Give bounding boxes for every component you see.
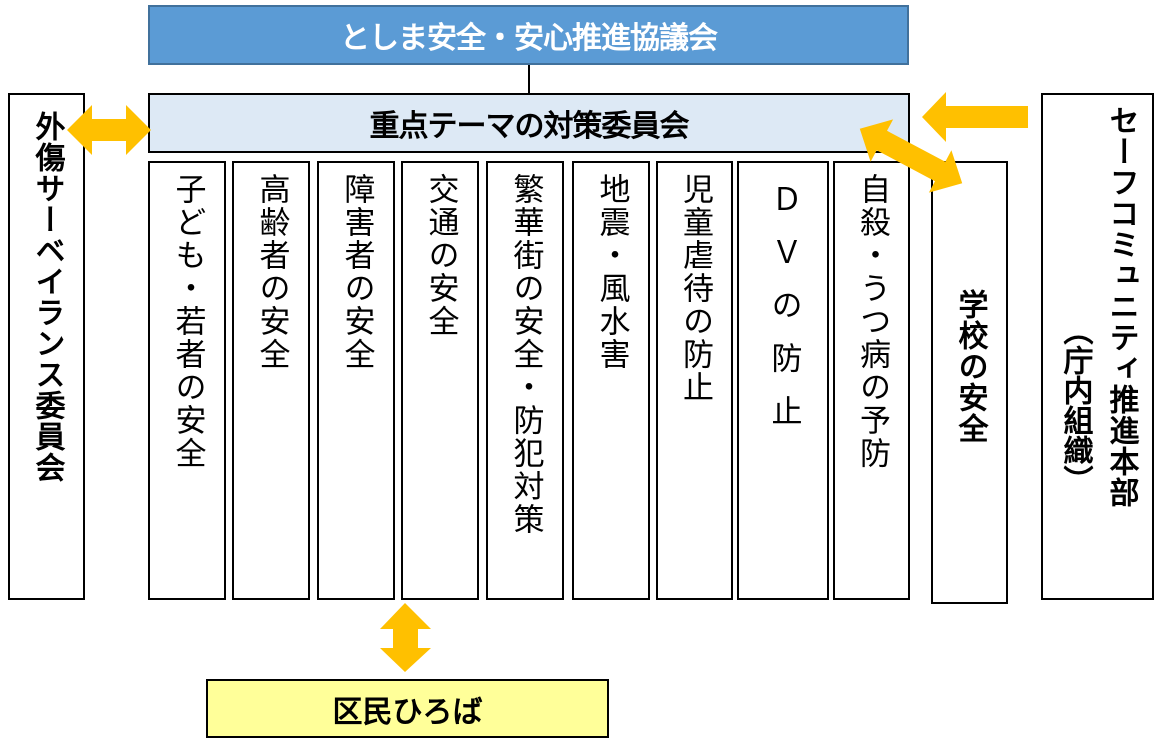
connector-line bbox=[528, 65, 530, 93]
safe-community-hq-label: セーフコミュニティ推進本部 bbox=[1103, 105, 1139, 508]
theme-label: 高齢者の安全 bbox=[253, 173, 290, 371]
residents-plaza-label: 区民ひろば bbox=[332, 694, 483, 730]
priority-theme-committee-box: 重点テーマの対策委員会 bbox=[148, 93, 910, 153]
theme-column: 交通の安全 bbox=[401, 161, 479, 600]
residents-plaza-box: 区民ひろば bbox=[206, 679, 609, 738]
theme-label: 交通の安全 bbox=[422, 173, 459, 338]
theme-column: 地震・風水害 bbox=[572, 161, 650, 600]
arrow-left-icon bbox=[922, 92, 1028, 142]
safety-council-box: としま安全・安心推進協議会 bbox=[148, 5, 909, 65]
internal-organization-label: （庁内組織） bbox=[1057, 315, 1093, 495]
theme-column: 障害者の安全 bbox=[317, 161, 395, 600]
theme-label: 地震・風水害 bbox=[593, 173, 630, 371]
theme-label: 児童虐待の防止 bbox=[677, 173, 713, 404]
school-safety-label: 学校の安全 bbox=[952, 289, 988, 444]
double-arrow-diagonal-icon bbox=[859, 119, 963, 193]
theme-label: 障害者の安全 bbox=[338, 173, 375, 371]
theme-label: 子ども・若者の安全 bbox=[169, 173, 206, 470]
theme-column: 自殺・うつ病の予防 bbox=[833, 161, 910, 600]
double-arrow-vertical-icon bbox=[380, 603, 431, 672]
theme-column: 児童虐待の防止 bbox=[656, 161, 733, 600]
theme-label: 繁華街の安全・防犯対策 bbox=[507, 173, 544, 536]
theme-label: ＤＶの防止 bbox=[765, 183, 802, 448]
school-safety-box: 学校の安全 bbox=[931, 161, 1008, 604]
theme-column: 繁華街の安全・防犯対策 bbox=[486, 161, 564, 600]
theme-column: 子ども・若者の安全 bbox=[148, 161, 226, 600]
safety-council-title: としま安全・安心推進協議会 bbox=[340, 21, 718, 56]
theme-column: ＤＶの防止 bbox=[737, 161, 829, 600]
theme-column: 高齢者の安全 bbox=[232, 161, 310, 600]
injury-surveillance-label: 外傷サーベイランス委員会 bbox=[29, 111, 65, 483]
safe-community-hq-box: セーフコミュニティ推進本部 （庁内組織） bbox=[1041, 93, 1154, 600]
double-arrow-horizontal-icon bbox=[67, 105, 151, 155]
theme-label: 自殺・うつ病の予防 bbox=[854, 173, 890, 470]
injury-surveillance-committee-box: 外傷サーベイランス委員会 bbox=[8, 93, 85, 600]
committee-title: 重点テーマの対策委員会 bbox=[369, 109, 690, 144]
